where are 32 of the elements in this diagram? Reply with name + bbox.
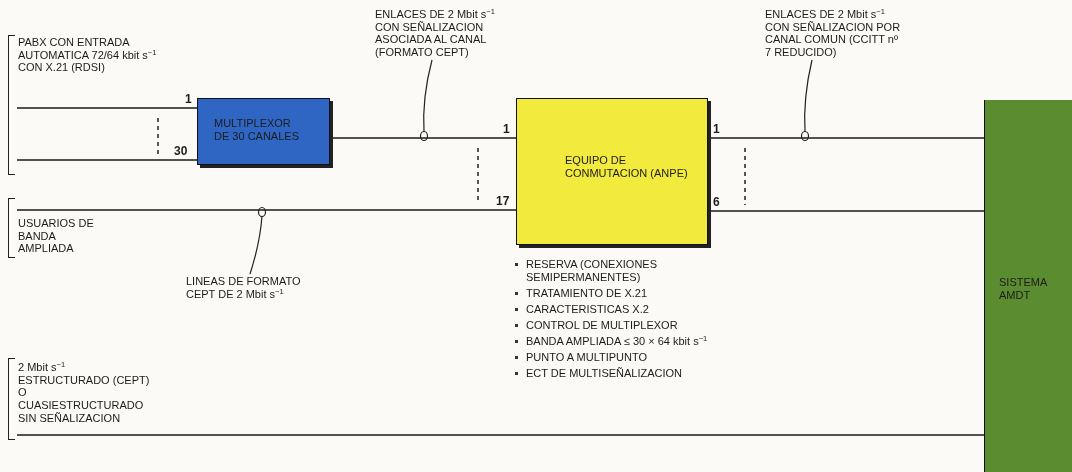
feature-item: TRATAMIENTO DE X.21	[513, 286, 773, 300]
port-number: 6	[713, 196, 720, 210]
callout-text: LINEAS DE FORMATO CEPT DE 2 Mbit s$^{−1}$	[186, 275, 306, 301]
feature-item: RESERVA (CONEXIONES SEMIPERMANENTES)	[513, 258, 773, 284]
leader-line	[800, 59, 813, 142]
callout-text: ENLACES DE 2 Mbit s$^{−1}$ CON SEÑALIZACION POR CANAL COMUN (CCITT nº 7 REDUCIDO)	[765, 8, 902, 59]
switching-equipment-box	[516, 98, 708, 245]
source-label: USUARIOS DE BANDA AMPLIADA	[18, 217, 95, 255]
callout-text: ENLACES DE 2 Mbit s$^{−1}$ CON SEÑALIZACION ASOCIADA AL CANAL (FORMATO CEPT)	[375, 8, 500, 59]
source-label: 2 Mbit s$^{−1}$ ESTRUCTURADO (CEPT) O CUASIESTRUCTURADO SIN SEÑALIZACION	[18, 361, 150, 425]
leader-line	[419, 59, 433, 142]
feature-item: CARACTERISTICAS X.2	[513, 302, 773, 316]
leader-line	[249, 206, 267, 275]
port-number: 1	[503, 123, 510, 137]
port-number: 17	[496, 195, 510, 209]
connector-line	[16, 159, 198, 161]
port-number: 30	[174, 145, 188, 159]
port-number: 1	[713, 123, 720, 137]
port-number: 1	[185, 93, 192, 107]
connector-line	[16, 209, 517, 211]
feature-item: CONTROL DE MULTIPLEXOR	[513, 318, 773, 332]
source-label: PABX CON ENTRADA AUTOMATICA 72/64 kbit s$^{−1}$ CON X.21 (RDSI)	[18, 36, 158, 74]
system-box	[984, 100, 1072, 472]
connector-line	[16, 107, 198, 109]
multiplexer-box	[197, 98, 330, 165]
box-label: SISTEMA AMDT	[999, 276, 1048, 302]
feature-item: PUNTO A MULTIPUNTO	[513, 350, 773, 364]
connector-line	[16, 434, 985, 436]
box-label: MULTIPLEXOR DE 30 CANALES	[214, 117, 300, 143]
feature-item: ECT DE MULTISEÑALIZACION	[513, 366, 773, 380]
feature-item: BANDA AMPLIADA ≤ 30 × 64 kbit s$^{−1}$	[513, 334, 773, 348]
box-label: EQUIPO DE CONMUTACION (ANPE)	[565, 154, 689, 180]
